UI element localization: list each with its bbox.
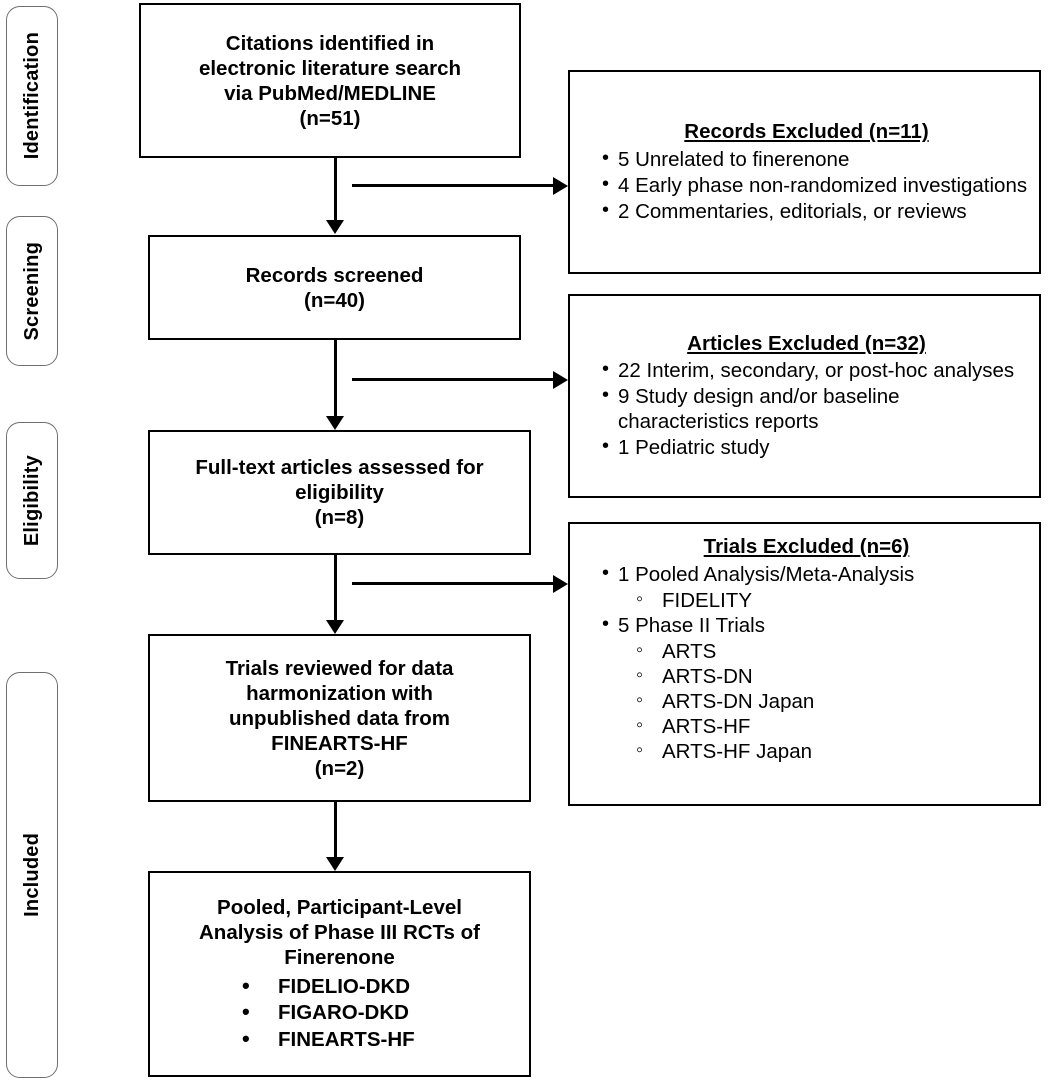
list-item: ARTS-HF Japan (636, 738, 1029, 764)
branch-arrow-2 (553, 371, 568, 389)
stage-rail-eligibility: Eligibility (6, 422, 58, 579)
stage-rail-identification: Identification (6, 6, 58, 186)
list-item: 5 Unrelated to finerenone (602, 146, 1029, 172)
exclusion-box-trials-excluded-heading: Trials Excluded (n=6) (703, 535, 910, 558)
exclusion-list-records: 5 Unrelated to finerenone 4 Early phase … (584, 146, 1029, 225)
branch-line-1 (352, 184, 553, 187)
list-item: 1 Pooled Analysis/Meta-Analysis (602, 561, 1029, 587)
list-item: 1 Pediatric study (602, 434, 1029, 460)
exclusion-box-articles-excluded: Articles Excluded (n=32) 22 Interim, sec… (568, 294, 1041, 498)
flow-box-citations-identified: Citations identified in electronic liter… (139, 3, 521, 158)
flow-box-trials-reviewed-title: Trials reviewed for data harmonization w… (225, 656, 454, 780)
connector-line-3 (334, 555, 337, 620)
flow-box-fulltext-assessed: Full-text articles assessed for eligibil… (148, 430, 531, 555)
connector-arrow-3 (326, 620, 344, 634)
stage-label-identification: Identification (21, 32, 43, 160)
flow-box-records-screened-title: Records screened (n=40) (245, 263, 424, 312)
list-item: FIDELITY (636, 587, 1029, 613)
flow-box-citations-identified-title: Citations identified in electronic liter… (198, 31, 462, 130)
branch-line-3 (352, 582, 553, 585)
sub-list-phase2-trials: ARTS ARTS-DN ARTS-DN Japan ARTS-HF ARTS-… (584, 638, 1029, 764)
exclusion-box-articles-excluded-heading: Articles Excluded (n=32) (687, 331, 926, 355)
list-item: FIDELIO-DKD (242, 972, 415, 1001)
connector-arrow-1 (326, 220, 344, 234)
flow-box-pooled-analysis: Pooled, Participant-Level Analysis of Ph… (148, 871, 531, 1077)
final-trials-list: FIDELIO-DKD FIGARO-DKD FINEARTS-HF (158, 972, 415, 1054)
connector-line-4 (334, 802, 337, 857)
connector-line-2 (334, 340, 337, 416)
flow-box-records-screened: Records screened (n=40) (148, 235, 521, 340)
stage-label-eligibility: Eligibility (21, 454, 43, 547)
connector-line-1 (334, 158, 337, 220)
flow-box-fulltext-assessed-title: Full-text articles assessed for eligibil… (195, 456, 484, 529)
branch-arrow-1 (553, 177, 568, 195)
exclusion-list-articles: 22 Interim, secondary, or post-hoc analy… (584, 357, 1029, 461)
list-item: 4 Early phase non-randomized investigati… (602, 172, 1029, 198)
list-item: FINEARTS-HF (242, 1025, 415, 1054)
branch-line-2 (352, 378, 553, 381)
flow-box-trials-reviewed: Trials reviewed for data harmonization w… (148, 634, 531, 802)
exclusion-box-trials-excluded: Trials Excluded (n=6) 1 Pooled Analysis/… (568, 522, 1041, 806)
list-item: ARTS-DN Japan (636, 688, 1029, 714)
sub-list-pooled-analysis: FIDELITY (584, 587, 1029, 613)
list-item: ARTS-HF (636, 713, 1029, 739)
list-item: 9 Study design and/or baseline character… (602, 383, 1029, 434)
exclusion-box-records-excluded-heading: Records Excluded (n=11) (684, 120, 929, 144)
flow-box-pooled-analysis-title: Pooled, Participant-Level Analysis of Ph… (199, 895, 480, 969)
list-item: 22 Interim, secondary, or post-hoc analy… (602, 357, 1029, 383)
exclusion-list-trials-phase2: 5 Phase II Trials (584, 612, 1029, 639)
stage-label-screening: Screening (21, 241, 43, 341)
list-item: ARTS (636, 638, 1029, 664)
list-item: 5 Phase II Trials (602, 612, 1029, 638)
connector-arrow-2 (326, 416, 344, 430)
exclusion-box-records-excluded: Records Excluded (n=11) 5 Unrelated to f… (568, 70, 1041, 274)
branch-arrow-3 (553, 575, 568, 593)
stage-label-included: Included (21, 833, 43, 917)
exclusion-list-trials: 1 Pooled Analysis/Meta-Analysis (584, 561, 1029, 588)
stage-rail-screening: Screening (6, 216, 58, 366)
list-item: ARTS-DN (636, 663, 1029, 689)
stage-rail-included: Included (6, 672, 58, 1078)
list-item: FIGARO-DKD (242, 998, 415, 1027)
connector-arrow-4 (326, 857, 344, 871)
list-item: 2 Commentaries, editorials, or reviews (602, 198, 1029, 224)
